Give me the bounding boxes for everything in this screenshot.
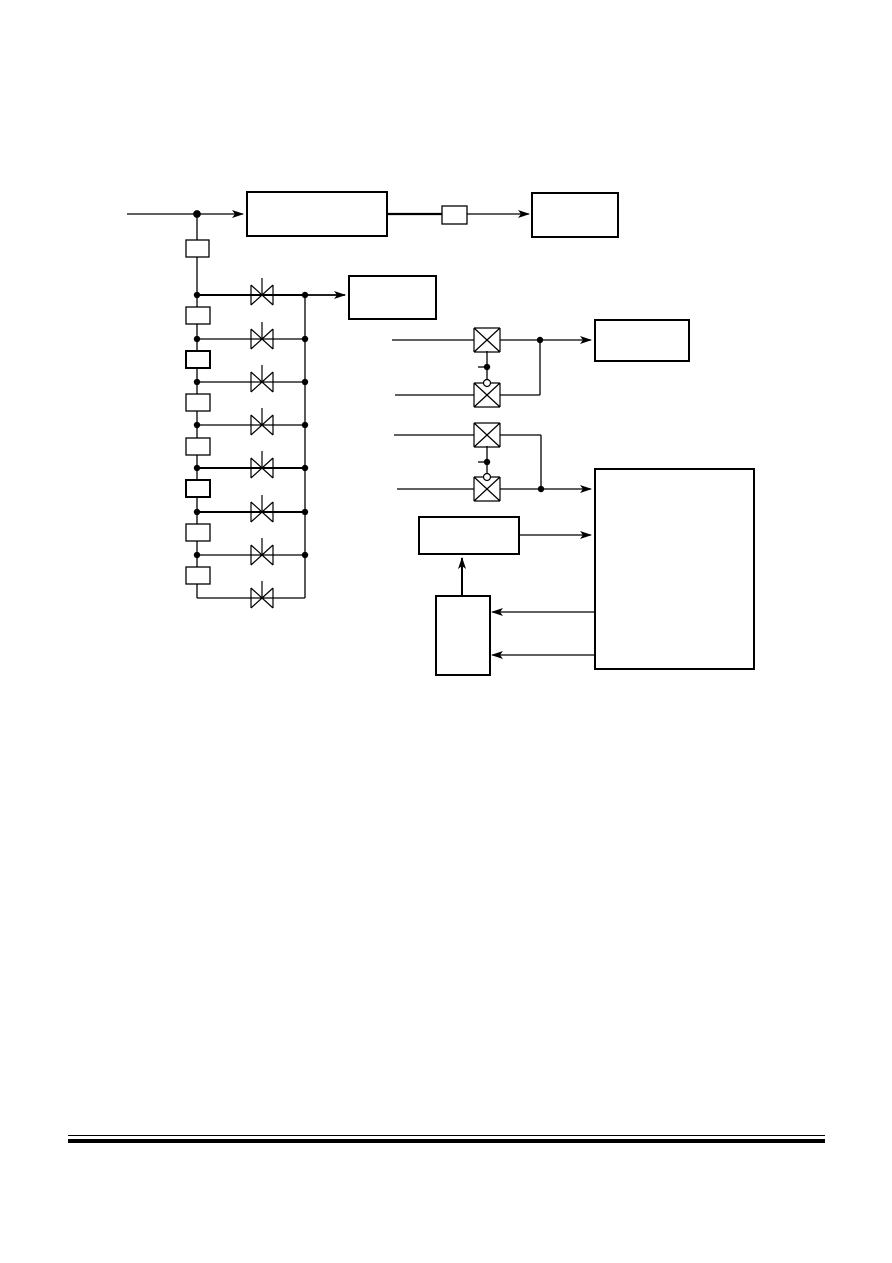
ladder-resistor-2 xyxy=(185,306,211,325)
top-small-box xyxy=(441,205,468,225)
ladder-resistor-3 xyxy=(185,350,211,369)
ladder-resistor-7 xyxy=(185,523,211,542)
footer-rule-thin xyxy=(68,1135,825,1136)
ladder-switch-2 xyxy=(250,322,274,350)
bus-node-dot-5 xyxy=(301,464,309,472)
ladder-resistor-5 xyxy=(185,437,211,456)
ladder-switch-7 xyxy=(250,538,274,566)
top-main-block xyxy=(246,191,388,237)
large-right-block xyxy=(594,468,755,670)
bus-node-dot-3 xyxy=(301,378,309,386)
bus-node-dot-1 xyxy=(301,291,309,299)
upper-gate-junction-dot xyxy=(536,336,544,344)
lower-gate-control-dot xyxy=(483,458,491,466)
ladder-switch-3 xyxy=(250,365,274,393)
ladder-resistor-1 xyxy=(185,239,210,258)
ladder-resistor-4 xyxy=(185,393,211,412)
transmission-gate-2 xyxy=(473,378,501,408)
bus-node-dot-4 xyxy=(301,421,309,429)
upper-right-output-block xyxy=(594,319,690,362)
ladder-node-dot-3 xyxy=(193,378,201,386)
ladder-switch-5 xyxy=(250,451,274,479)
bus-node-dot-2 xyxy=(301,335,309,343)
ladder-node-dot-5 xyxy=(193,464,201,472)
ladder-resistor-6 xyxy=(185,479,211,498)
bus-node-dot-7 xyxy=(301,551,309,559)
lower-feedback-block xyxy=(435,595,491,676)
ladder-switch-6 xyxy=(250,495,274,523)
lower-gate-junction-dot xyxy=(537,485,545,493)
ladder-node-dot-6 xyxy=(193,508,201,516)
ladder-switch-4 xyxy=(250,408,274,436)
ladder-node-dot-4 xyxy=(193,421,201,429)
ladder-output-block xyxy=(348,275,437,320)
top-output-block xyxy=(531,192,619,238)
ladder-resistor-8 xyxy=(185,566,211,585)
ladder-node-dot-2 xyxy=(193,335,201,343)
ladder-node-dot-7 xyxy=(193,551,201,559)
middle-control-block xyxy=(418,516,520,555)
footer-rule-thick xyxy=(68,1139,825,1143)
ladder-switch-1 xyxy=(250,278,274,306)
upper-gate-control-dot xyxy=(483,363,491,371)
ladder-switch-8 xyxy=(250,581,274,609)
transmission-gate-1 xyxy=(473,327,501,353)
bus-node-dot-6 xyxy=(301,508,309,516)
transmission-gate-4 xyxy=(473,472,501,502)
transmission-gate-3 xyxy=(473,422,501,448)
ladder-node-dot-1 xyxy=(193,291,201,299)
